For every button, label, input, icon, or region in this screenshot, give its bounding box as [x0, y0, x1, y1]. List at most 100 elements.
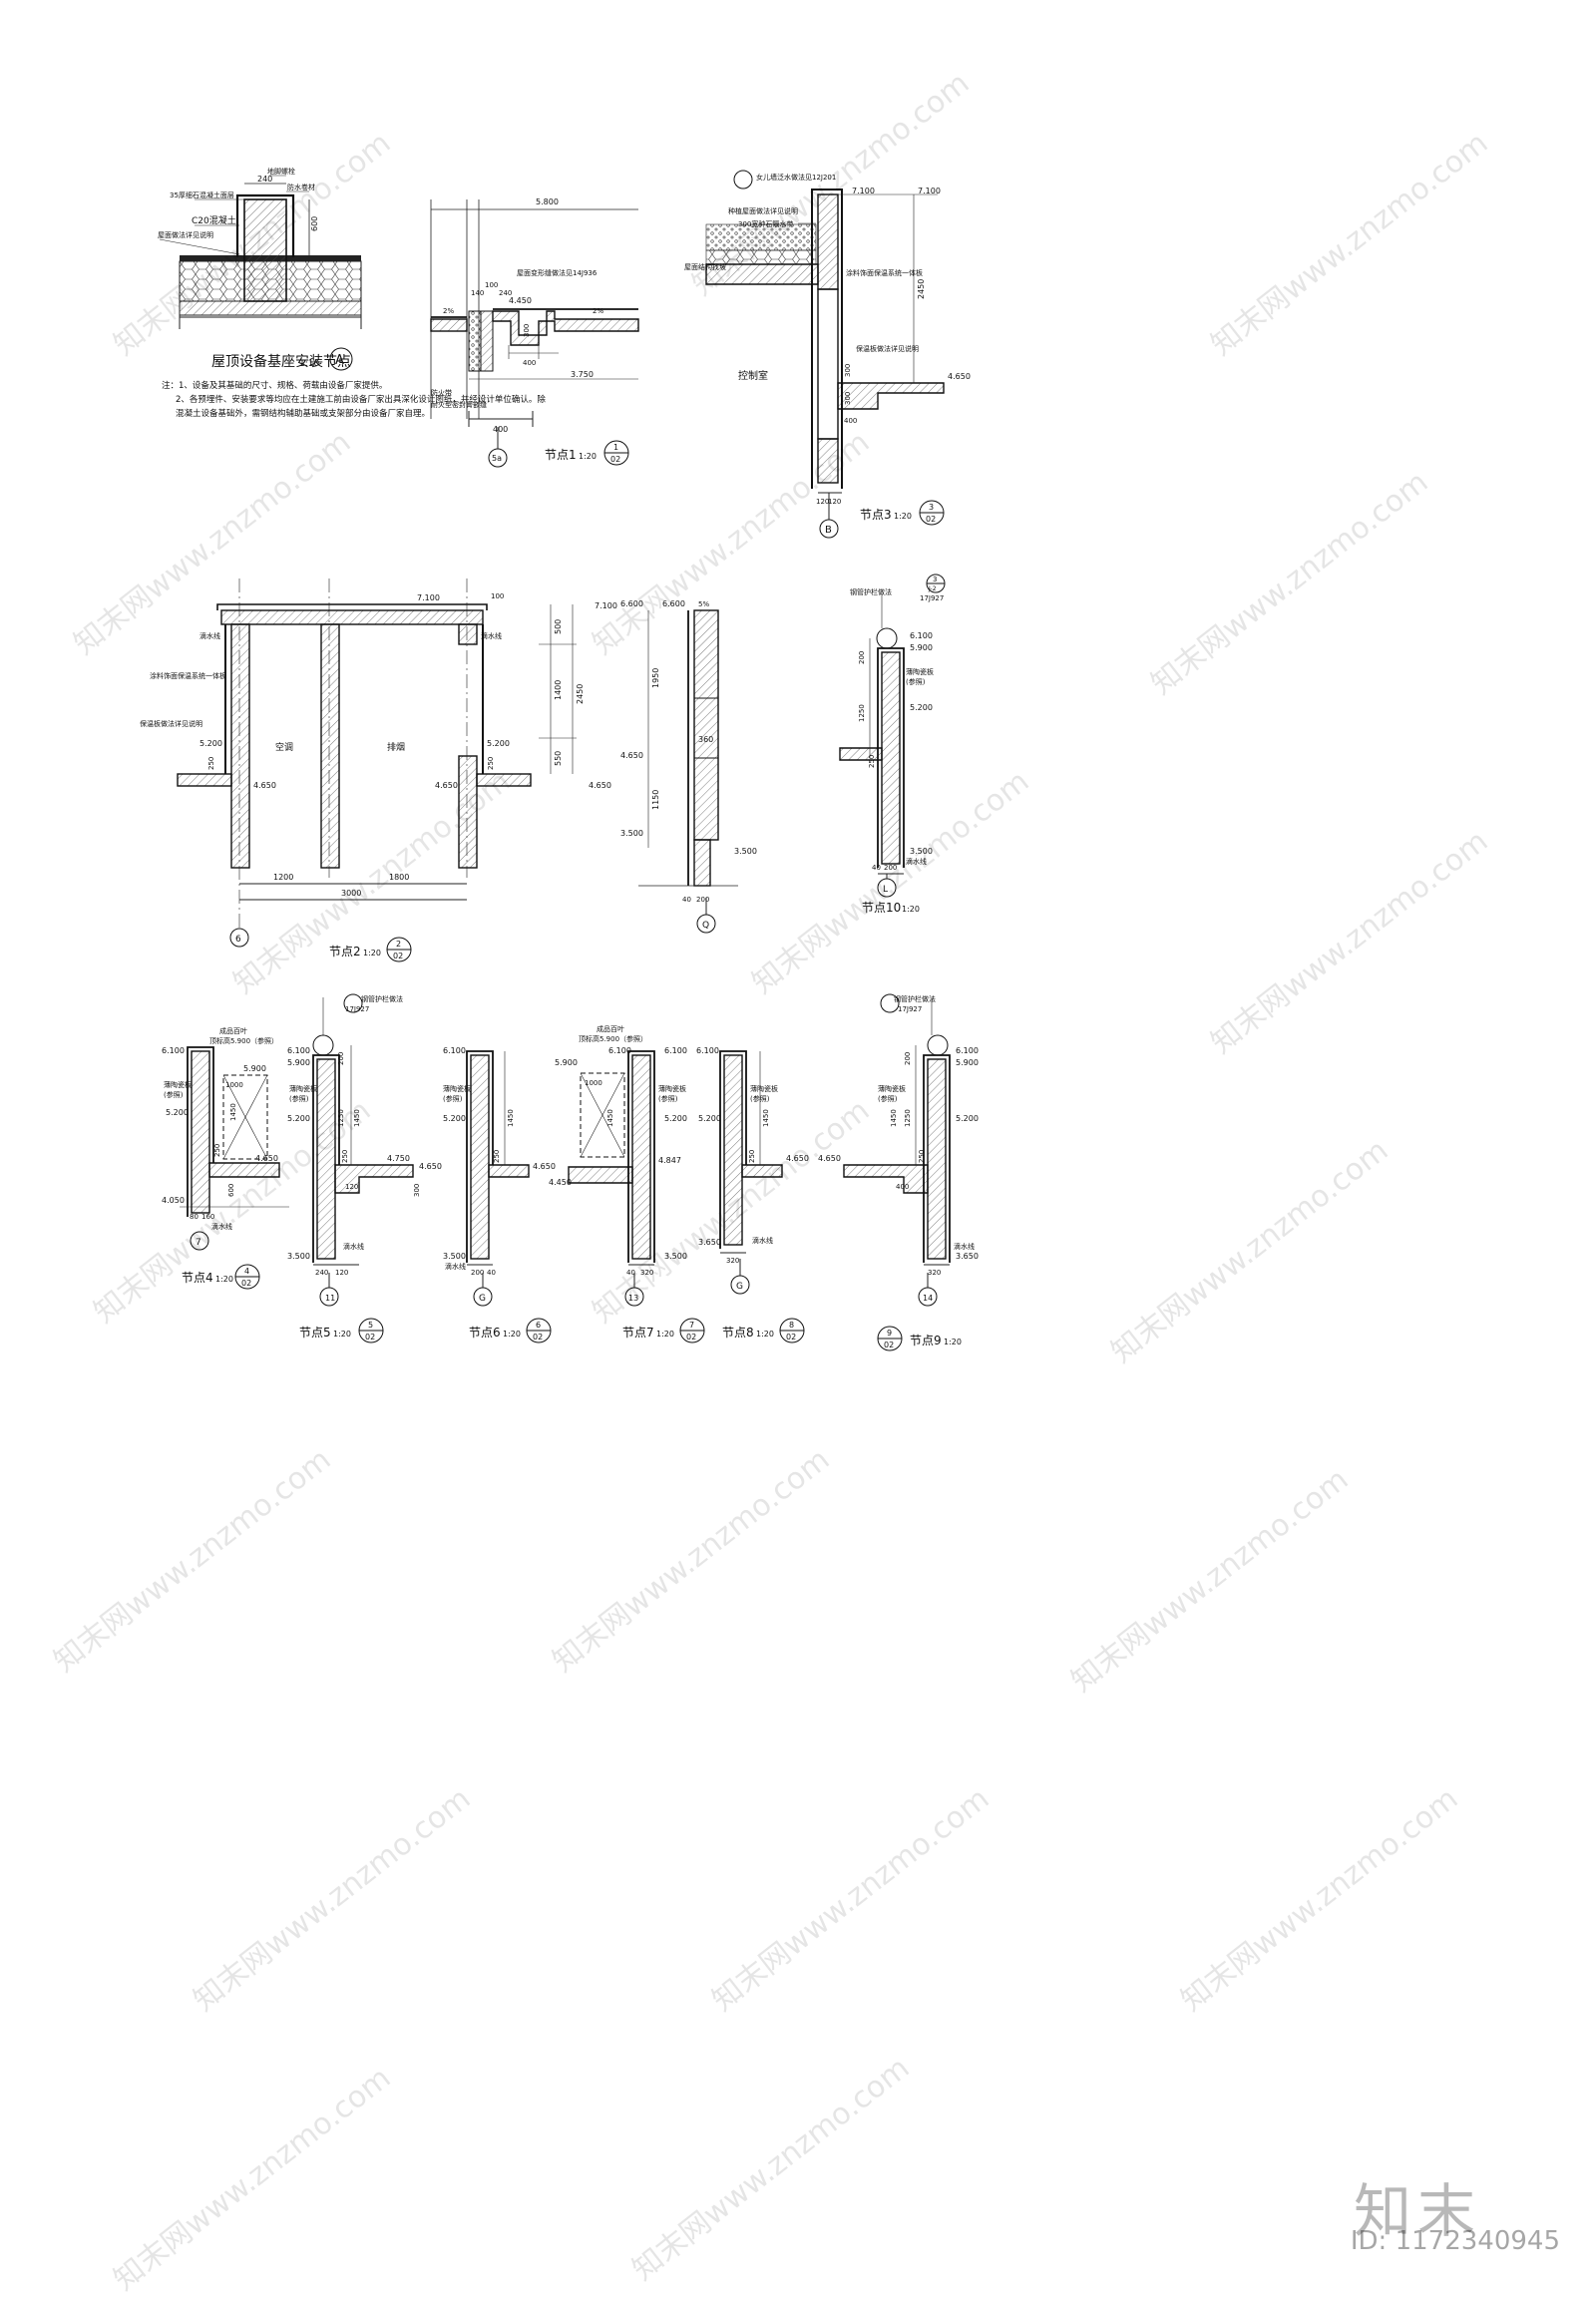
detail-5-atlas: 17J927: [345, 1005, 369, 1013]
detail-5-label-tile: 薄陶瓷板: [289, 1084, 317, 1093]
detail-3-label-green-roof: 种植屋面做法详见说明: [728, 206, 798, 215]
detail-2-level-5200a: 5.200: [200, 739, 222, 748]
detail-a-marker-circle: [329, 347, 353, 371]
detail-3-room: 控制室: [738, 369, 768, 382]
detail-8-dim-1450: 1450: [762, 1109, 770, 1127]
detail-3-axis: B: [825, 525, 832, 536]
detail-a-label-anchor-bolt: 地脚螺栓: [267, 167, 295, 176]
detail-6-title: 节点6: [469, 1326, 501, 1340]
detail-1-dim-400a: 400: [493, 425, 508, 434]
detail-2-dim-250b: 250: [487, 757, 495, 770]
detail-2-level-4650b: 4.650: [435, 781, 458, 790]
detail-1-title: 节点1: [545, 448, 577, 462]
detail-9-ref-bottom: 02: [884, 1340, 894, 1349]
detail-9-label-ref: (参照): [878, 1094, 898, 1103]
detail-10-scale: 1:20: [902, 905, 920, 914]
detail-4-level-4050: 4.050: [162, 1196, 185, 1205]
detail-3-dim-120a: 120: [816, 498, 829, 506]
detail-2-dim-1400: 1400: [554, 680, 563, 700]
detail-7-dim-320: 320: [640, 1269, 653, 1277]
detail-6-axis: G: [479, 1294, 486, 1304]
detail-a-label-roof: 屋面做法详见说明: [158, 230, 213, 239]
detail-5-dim-240: 240: [315, 1269, 328, 1277]
detail-10-dim-40: 40: [872, 864, 881, 872]
detail-3-dim-300a: 300: [844, 364, 852, 377]
detail-5-ref-bottom: 02: [365, 1333, 375, 1341]
detail-10-label-drip: 滴水线: [906, 857, 927, 866]
detail-a-note-1: 注：1、设备及其基础的尺寸、规格、荷载由设备厂家提供。: [162, 380, 387, 391]
detail-7-title: 节点7: [622, 1326, 654, 1340]
detail-2-level-5200b: 5.200: [487, 739, 510, 748]
detail-3-label-gravel: 300宽种石隔水带: [738, 219, 793, 228]
detail-7-drawing: [568, 1050, 655, 1307]
detail-1-drawing: [430, 199, 639, 468]
detail-2-label-drip-left: 滴水线: [200, 631, 220, 640]
detail-8-level-6100: 6.100: [696, 1046, 719, 1055]
detail-5-drawing: [312, 997, 414, 1307]
detail-10-atlas: 17J927: [920, 594, 944, 602]
detail-q-level-3500a: 3.500: [620, 829, 643, 838]
detail-a-drawing: [159, 175, 362, 329]
detail-8-dim-250: 250: [748, 1150, 756, 1163]
detail-7-dim-40: 40: [626, 1269, 635, 1277]
detail-9-dim-320: 320: [928, 1269, 941, 1277]
detail-9-dim-400: 400: [896, 1183, 909, 1191]
detail-4-title: 节点4: [182, 1271, 213, 1285]
detail-10-ref-top: 3: [933, 575, 937, 583]
detail-2-level-7100b: 7.100: [595, 601, 617, 610]
detail-4-ref-top: 4: [244, 1267, 249, 1276]
detail-6-level-3500: 3.500: [443, 1252, 466, 1261]
detail-a-dim-240: 240: [257, 175, 272, 184]
detail-2-room-aircon: 空调: [275, 741, 293, 753]
detail-8-level-5200: 5.200: [698, 1114, 721, 1123]
detail-9-ref-top: 9: [887, 1329, 892, 1338]
detail-q-dim-1950: 1950: [651, 668, 660, 688]
detail-1-scale: 1:20: [579, 452, 597, 461]
detail-2-axis: 6: [235, 935, 241, 945]
detail-10-dim-1250: 1250: [858, 704, 866, 722]
detail-4-axis: 7: [196, 1238, 201, 1248]
detail-6-level-6100: 6.100: [443, 1046, 466, 1055]
detail-7-label-tile: 薄陶瓷板: [658, 1084, 686, 1093]
detail-2-dim-3000: 3000: [341, 889, 361, 898]
detail-5-title: 节点5: [299, 1326, 331, 1340]
detail-5-level-3500: 3.500: [287, 1252, 310, 1261]
detail-9-dim-200: 200: [904, 1052, 912, 1065]
detail-q-dim-40: 40: [682, 896, 691, 904]
detail-10-ref-bottom: J-2: [928, 585, 937, 592]
detail-4-drawing: [180, 1046, 289, 1251]
detail-4-label-drip: 滴水线: [211, 1222, 232, 1231]
detail-4-dim-160: 160: [201, 1213, 214, 1221]
detail-10-label-tile: 薄陶瓷板: [906, 667, 934, 676]
detail-6-label-drip: 滴水线: [445, 1262, 466, 1271]
detail-6-label-ref: (参照): [443, 1094, 463, 1103]
detail-2-drawing: [177, 578, 577, 948]
detail-8-scale: 1:20: [756, 1330, 774, 1339]
detail-1-level-4450: 4.450: [509, 296, 532, 305]
detail-6-dim-250: 250: [493, 1150, 501, 1163]
detail-5-dim-200: 200: [337, 1052, 345, 1065]
detail-2-title: 节点2: [329, 945, 361, 958]
detail-2-ref-top: 2: [396, 940, 401, 949]
detail-8-drawing: [719, 1050, 783, 1295]
detail-3-ref-top: 3: [929, 503, 934, 512]
detail-5-axis: 11: [325, 1294, 335, 1303]
detail-9-dim-1450: 1450: [890, 1109, 898, 1127]
detail-2-label-drip-right: 滴水线: [481, 631, 502, 640]
detail-10-title: 节点10: [862, 901, 901, 915]
detail-2-label-panel: 涂料饰面保温系统一体板: [150, 671, 226, 680]
detail-2-dim-2450: 2450: [576, 684, 585, 704]
detail-a-label-membrane: 防水卷材: [287, 183, 315, 192]
detail-8-ref-bottom: 02: [786, 1333, 796, 1341]
detail-8-label-drip: 滴水线: [752, 1236, 773, 1245]
detail-1-level-5800: 5.800: [536, 197, 559, 206]
detail-9-drawing: [843, 997, 951, 1307]
detail-10-dim-250: 250: [868, 755, 876, 768]
detail-10-level-6100: 6.100: [910, 631, 933, 640]
detail-9-level-6100: 6.100: [956, 1046, 979, 1055]
detail-9-dim-1250: 1250: [904, 1109, 912, 1127]
detail-a-marker: A: [335, 353, 344, 368]
detail-10-level-5900: 5.900: [910, 643, 933, 652]
image-id: ID: 1172340945: [1350, 2226, 1560, 2256]
detail-9-level-3650: 3.650: [956, 1252, 979, 1261]
